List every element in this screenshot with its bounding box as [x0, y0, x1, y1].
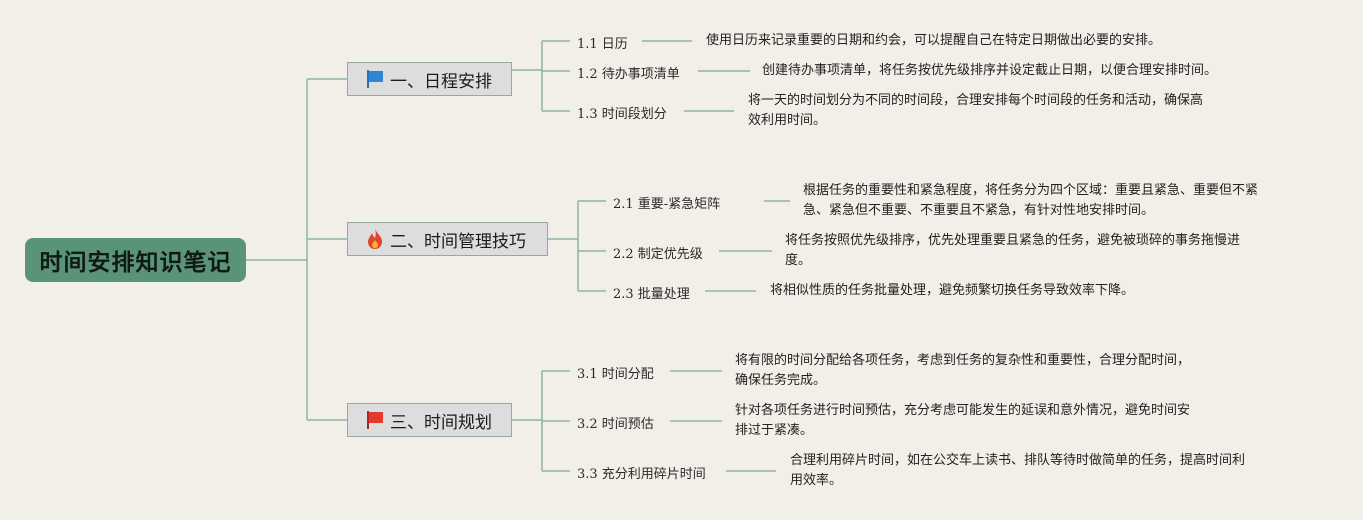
- leaf-node[interactable]: 3.2 时间预估: [577, 417, 654, 432]
- leaf-description: 根据任务的重要性和紧急程度，将任务分为四个区域：重要且紧急、重要但不紧 急、紧急…: [803, 183, 1259, 218]
- root-title: 时间安排知识笔记: [39, 250, 232, 276]
- fire-icon: [364, 228, 386, 250]
- branch-node-schedule[interactable]: 一、日程安排: [347, 62, 512, 96]
- leaf-node[interactable]: 2.2 制定优先级: [613, 247, 703, 262]
- branch-label: 二、时间管理技巧: [390, 231, 526, 252]
- blue-flag-icon: [364, 68, 386, 90]
- leaf-description: 合理利用碎片时间，如在公交车上读书、排队等待时做简单的任务，提高时间利 用效率。: [790, 453, 1246, 488]
- branch-node-time-planning[interactable]: 三、时间规划: [347, 403, 512, 437]
- leaf-description: 针对各项任务进行时间预估，充分考虑可能发生的延误和意外情况，避免时间安 排过于紧…: [735, 403, 1191, 438]
- leaf-node[interactable]: 1.2 待办事项清单: [577, 67, 680, 82]
- red-flag-icon: [364, 409, 386, 431]
- leaf-node[interactable]: 2.1 重要-紧急矩阵: [613, 197, 721, 212]
- root-node[interactable]: 时间安排知识笔记: [25, 238, 246, 282]
- leaf-node[interactable]: 3.1 时间分配: [577, 367, 654, 382]
- leaf-description: 将有限的时间分配给各项任务，考虑到任务的复杂性和重要性，合理分配时间， 确保任务…: [735, 353, 1191, 388]
- leaf-description: 将任务按照优先级排序，优先处理重要且紧急的任务，避免被琐碎的事务拖慢进 度。: [785, 233, 1241, 268]
- leaf-node[interactable]: 1.3 时间段划分: [577, 107, 667, 122]
- branch-node-time-management[interactable]: 二、时间管理技巧: [347, 222, 548, 256]
- leaf-description: 使用日历来记录重要的日期和约会，可以提醒自己在特定日期做出必要的安排。: [706, 33, 1162, 48]
- leaf-node[interactable]: 2.3 批量处理: [613, 287, 690, 302]
- leaf-description: 将相似性质的任务批量处理，避免频繁切换任务导致效率下降。: [770, 283, 1135, 298]
- branch-label: 三、时间规划: [390, 412, 492, 433]
- leaf-node[interactable]: 1.1 日历: [577, 37, 628, 52]
- leaf-description: 创建待办事项清单，将任务按优先级排序并设定截止日期，以便合理安排时间。: [762, 63, 1218, 78]
- branch-label: 一、日程安排: [390, 71, 492, 92]
- leaf-description: 将一天的时间划分为不同的时间段，合理安排每个时间段的任务和活动，确保高 效利用时…: [748, 93, 1204, 128]
- leaf-node[interactable]: 3.3 充分利用碎片时间: [577, 467, 706, 482]
